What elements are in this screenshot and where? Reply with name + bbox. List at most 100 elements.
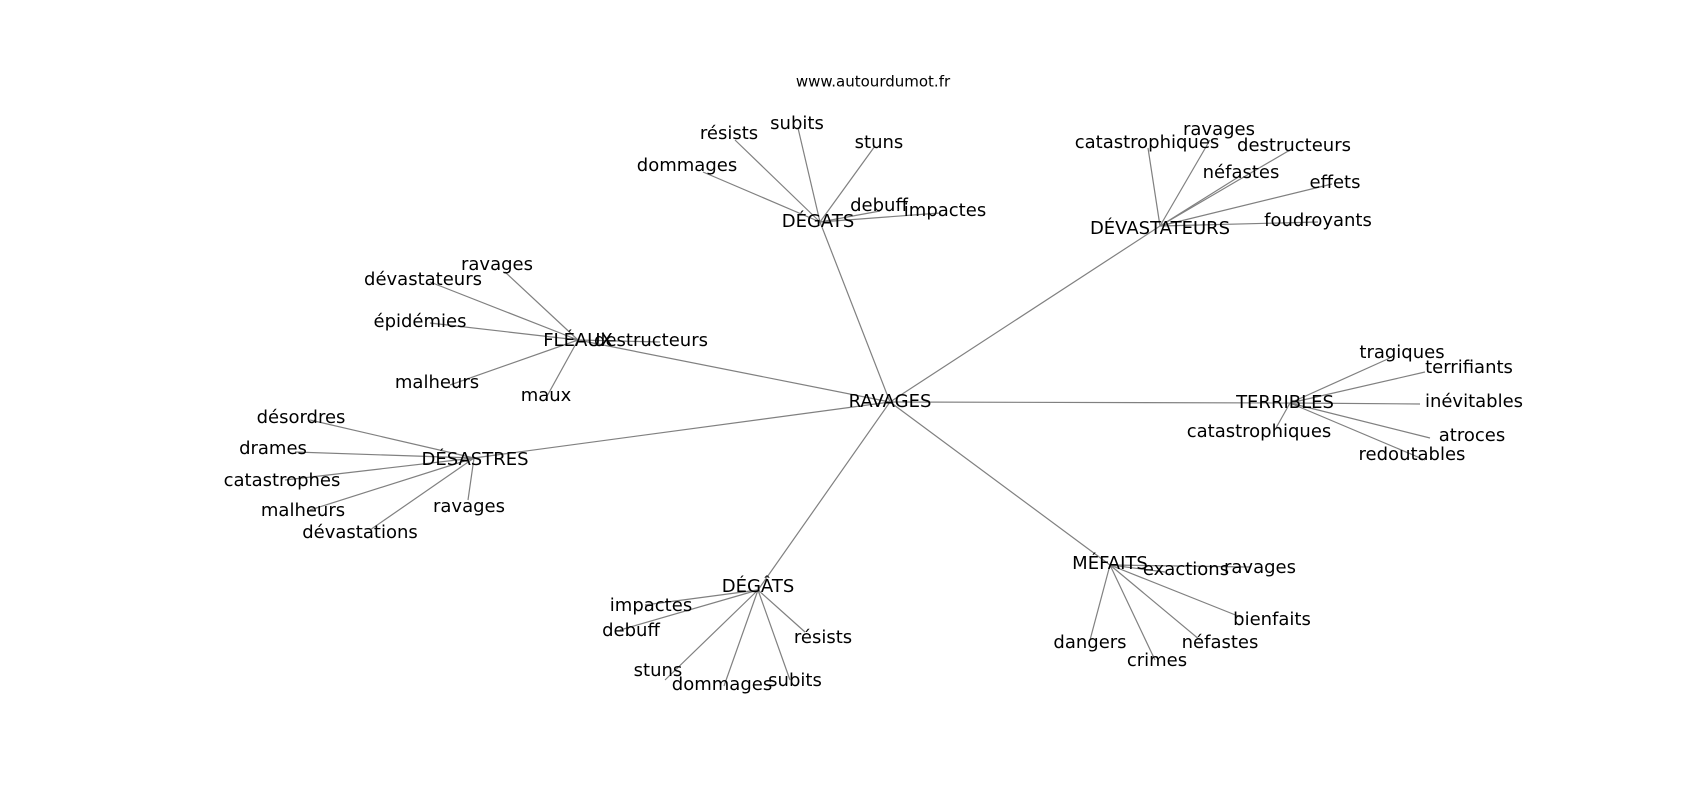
word-node-drames: drames (239, 438, 307, 459)
word-node-malheurs: malheurs (395, 372, 479, 393)
edge-fleaux-to-malheurs (449, 339, 579, 386)
word-node-destructeurs: destructeurs (1237, 135, 1351, 156)
edge-degats-to-dommages (702, 171, 821, 223)
edge-degats-to-debuff (819, 210, 881, 223)
edge-devastateurs-to-effets (1159, 183, 1333, 227)
edge-mefaits-to-bienfaits (1109, 564, 1244, 619)
edge-devastateurs-to-destructeurs (1159, 149, 1291, 227)
edge-fleaux-to-epidemies (429, 322, 579, 341)
word-node-dommages: dommages (637, 155, 737, 176)
edge-fleaux-to-destructeurs (577, 339, 661, 343)
word-node-destructeurs: destructeurs (594, 330, 708, 351)
word-node-ravages: ravages (461, 254, 533, 275)
edge-mefaits-to-dangers (1089, 564, 1111, 641)
word-node-desordres: désordres (257, 407, 346, 428)
word-node-resists: résists (700, 123, 758, 144)
edge-desastres-to-desordres (309, 419, 475, 459)
word-node-impactes: impactes (904, 200, 986, 221)
word-node-dangers: dangers (1053, 632, 1126, 653)
edge-desastres-to-ravages (467, 457, 475, 501)
word-node-inevitables: inévitables (1425, 391, 1523, 412)
edge-mefaits-to-exactions (1109, 564, 1166, 573)
edge-center-to-degats (819, 221, 891, 403)
word-node-effets: effets (1310, 172, 1361, 193)
edge-mefaits-to-crimes (1109, 564, 1156, 661)
edge-center-to-fleaux (577, 339, 891, 403)
word-node-tragiques: tragiques (1359, 342, 1444, 363)
edge-fleaux-to-maux (545, 339, 579, 399)
word-node-nefastes: néfastes (1203, 162, 1280, 183)
word-node-ravages: ravages (1183, 119, 1255, 140)
word-node-devastations: dévastations (302, 522, 418, 543)
edge-devastateurs-to-nefastes (1159, 175, 1241, 227)
edge-desastres-to-malheurs (309, 457, 475, 511)
edge-fleaux-to-ravages (504, 271, 579, 341)
edge-desastres-to-drames (294, 451, 475, 459)
cluster-node-mefaits: MÉFAITS (1072, 552, 1148, 574)
word-node-terrifiants: terrifiants (1425, 357, 1513, 378)
word-node-debuff: debuff (602, 620, 660, 641)
graph-edges (284, 127, 1431, 687)
word-node-devastateurs: dévastateurs (364, 269, 482, 290)
word-node-stuns: stuns (634, 660, 683, 681)
word-node-catastrophes: catastrophes (224, 470, 341, 491)
edge-center-to-desastres (473, 401, 891, 459)
edge-devastateurs-to-catastrophiques (1147, 147, 1161, 227)
center-node-label: RAVAGES (849, 391, 932, 412)
word-node-nefastes: néfastes (1182, 632, 1259, 653)
edge-degats-to-subits (757, 589, 791, 681)
edge-mefaits-to-nefastes (1109, 564, 1201, 641)
word-node-impactes: impactes (610, 595, 692, 616)
word-node-malheurs: malheurs (261, 500, 345, 521)
edge-degats-to-subits (797, 127, 821, 223)
word-node-foudroyants: foudroyants (1264, 210, 1372, 231)
edge-degats-to-resists (734, 139, 821, 223)
edge-degats-to-debuff (619, 589, 759, 631)
edge-center-to-mefaits (889, 401, 1111, 566)
word-node-dommages: dommages (672, 674, 772, 695)
word-node-bienfaits: bienfaits (1233, 609, 1311, 630)
edge-terribles-to-inevitables (1289, 402, 1421, 405)
cluster-node-fleaux: FLÉAUX (543, 329, 613, 351)
word-node-crimes: crimes (1127, 650, 1187, 671)
word-node-exactions: exactions (1143, 559, 1229, 580)
edge-degats-to-stuns (819, 145, 876, 223)
edge-degats-to-impactes (644, 589, 759, 606)
word-node-stuns: stuns (855, 132, 904, 153)
word-node-ravages: ravages (1224, 557, 1296, 578)
cluster-node-terribles: TERRIBLES (1235, 392, 1334, 413)
edge-center-to-devastateurs (889, 225, 1161, 403)
edge-desastres-to-devastations (369, 457, 475, 531)
cluster-node-degats: DÉGATS (782, 210, 855, 232)
word-node-redoutables: redoutables (1359, 444, 1466, 465)
word-node-maux: maux (521, 385, 572, 406)
edge-terribles-to-atroces (1289, 402, 1431, 439)
edge-desastres-to-catastrophes (284, 457, 475, 481)
word-node-ravages: ravages (433, 496, 505, 517)
word-node-debuff: debuff (850, 195, 908, 216)
edge-devastateurs-to-foudroyants (1159, 221, 1319, 227)
edge-fleaux-to-devastateurs (429, 281, 579, 341)
edge-terribles-to-tragiques (1289, 357, 1391, 404)
cluster-node-desastres: DÉSASTRES (421, 448, 528, 470)
edge-center-to-degats (757, 401, 891, 591)
site-url-label: www.autourdumot.fr (796, 73, 951, 91)
edge-degats-to-dommages (723, 589, 759, 687)
cluster-node-degats: DÉGÂTS (722, 575, 795, 597)
edge-terribles-to-catastrophiques (1275, 402, 1291, 429)
word-node-subits: subits (768, 670, 822, 691)
word-node-epidemies: épidémies (374, 311, 467, 332)
edge-center-to-terribles (889, 401, 1291, 404)
edge-terribles-to-redoutables (1289, 402, 1426, 461)
edge-terribles-to-terrifiants (1289, 371, 1426, 404)
word-node-subits: subits (770, 113, 824, 134)
edge-degats-to-stuns (664, 589, 759, 681)
word-node-atroces: atroces (1439, 425, 1505, 446)
edge-degats-to-impactes (819, 212, 941, 223)
cluster-node-devastateurs: DÉVASTATEURS (1090, 217, 1230, 239)
word-node-catastrophiques: catastrophiques (1187, 421, 1332, 442)
edge-mefaits-to-ravages (1109, 564, 1251, 568)
edge-devastateurs-to-ravages (1159, 139, 1211, 227)
